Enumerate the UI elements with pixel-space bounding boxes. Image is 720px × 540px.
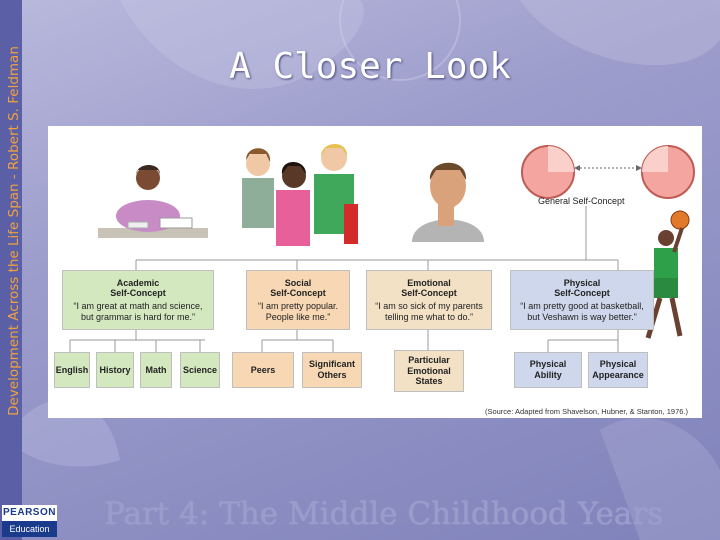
math-box: Math bbox=[140, 352, 172, 388]
source-citation: (Source: Adapted from Shavelson, Hubner,… bbox=[484, 407, 688, 416]
peers-box: Peers bbox=[232, 352, 294, 388]
social-self-concept-box: Social Self-Concept “I am pretty popular… bbox=[246, 270, 350, 330]
history-box: History bbox=[96, 352, 134, 388]
academic-title: Academic Self-Concept bbox=[110, 277, 166, 299]
thinking-boy-illustration bbox=[412, 162, 484, 242]
physical-ability-box: Physical Ability bbox=[514, 352, 582, 388]
science-box: Science bbox=[180, 352, 220, 388]
head-profiles-illustration bbox=[521, 145, 695, 199]
connector-lines bbox=[69, 206, 619, 352]
academic-self-concept-box: Academic Self-Concept “I am great at mat… bbox=[62, 270, 214, 330]
emotional-title: Emotional Self-Concept bbox=[401, 277, 457, 299]
physical-title: Physical Self-Concept bbox=[554, 277, 610, 299]
physical-quote: “I am pretty good at basketball, but Ves… bbox=[520, 301, 644, 322]
basketball-player-illustration bbox=[645, 210, 690, 339]
sidebar-band: Development Across the Life Span - Rober… bbox=[0, 0, 22, 540]
three-students-illustration bbox=[242, 144, 358, 246]
logo-bottom-text: Education bbox=[9, 524, 50, 534]
diagram-panel: General Self-Concept bbox=[48, 126, 702, 418]
pearson-logo: PEARSON Education bbox=[2, 505, 57, 537]
physical-appearance-box: Physical Appearance bbox=[588, 352, 648, 388]
academic-quote: “I am great at math and science, but gra… bbox=[73, 301, 203, 322]
emotional-states-box: Particular Emotional States bbox=[394, 350, 464, 392]
student-studying-illustration bbox=[98, 165, 208, 238]
physical-self-concept-box: Physical Self-Concept “I am pretty good … bbox=[510, 270, 654, 330]
emotional-self-concept-box: Emotional Self-Concept “I am so sick of … bbox=[366, 270, 492, 330]
footer-part-title: Part 4: The Middle Childhood Years bbox=[104, 496, 664, 532]
sidebar-text: Development Across the Life Span - Rober… bbox=[6, 46, 22, 416]
social-quote: “I am pretty popular. People like me.” bbox=[257, 301, 339, 322]
slide-title: A Closer Look bbox=[229, 46, 511, 87]
general-self-concept-label: General Self-Concept bbox=[538, 196, 625, 206]
logo-top-text: PEARSON bbox=[2, 505, 57, 521]
significant-others-box: Significant Others bbox=[302, 352, 362, 388]
social-title: Social Self-Concept bbox=[270, 277, 326, 299]
emotional-quote: “I am so sick of my parents telling me w… bbox=[375, 301, 483, 322]
english-box: English bbox=[54, 352, 90, 388]
